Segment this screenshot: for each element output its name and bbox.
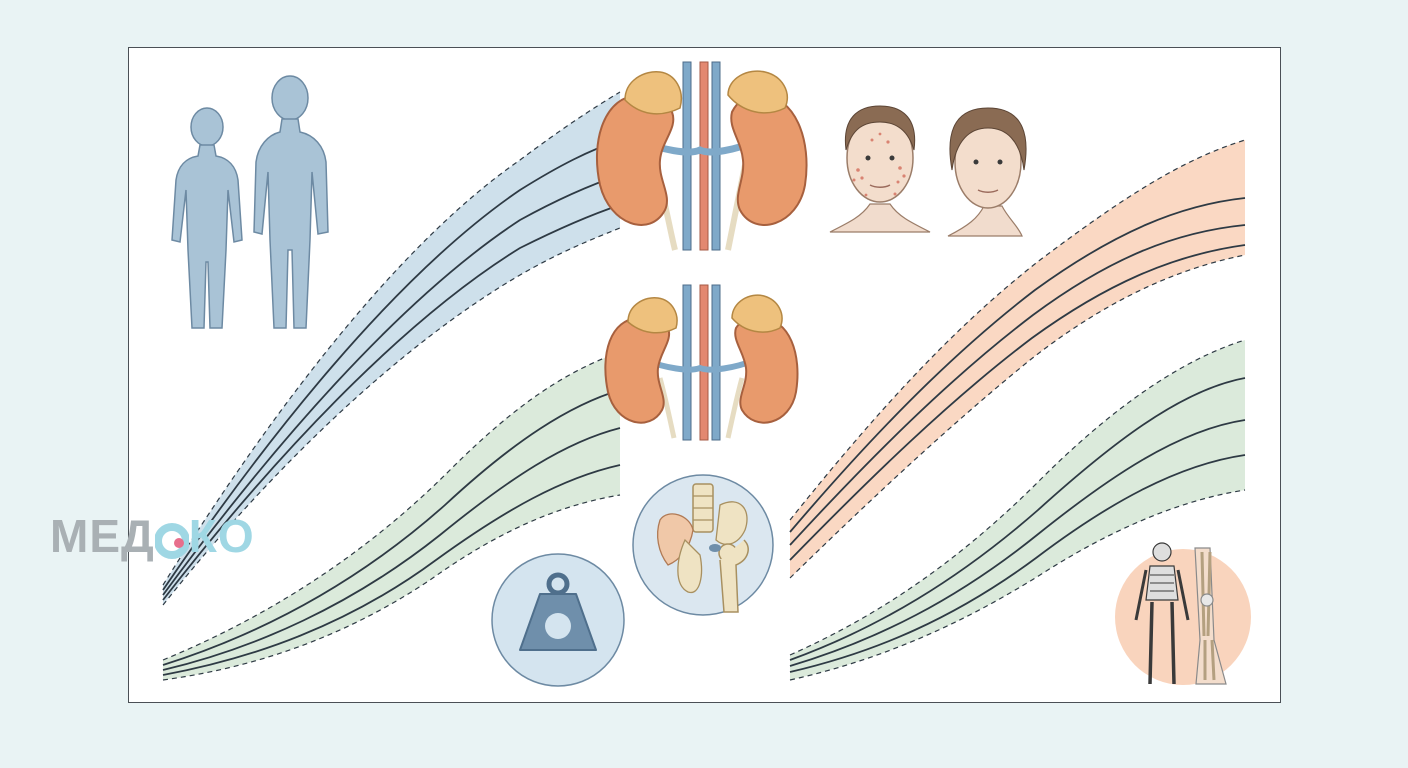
skeleton-icon	[1115, 542, 1251, 685]
weight-icon	[491, 553, 625, 687]
logo-text-part1: МЕД	[50, 510, 155, 562]
logo-text-part2: КО	[188, 510, 255, 562]
orange-growth-band	[789, 139, 1246, 579]
blue-growth-band	[162, 91, 621, 606]
pelvis-bone-icon	[632, 474, 774, 616]
logo-dot-icon	[153, 516, 190, 559]
kidneys-adrenal-icon-2	[604, 284, 799, 441]
kidneys-adrenal-icon	[596, 61, 808, 251]
children-height-icon	[171, 75, 329, 329]
green-growth-band-right	[789, 339, 1246, 681]
green-growth-band-left	[162, 351, 621, 681]
brand-logo: МЕД КО	[50, 508, 255, 564]
faces-acne-icon	[829, 105, 1027, 237]
